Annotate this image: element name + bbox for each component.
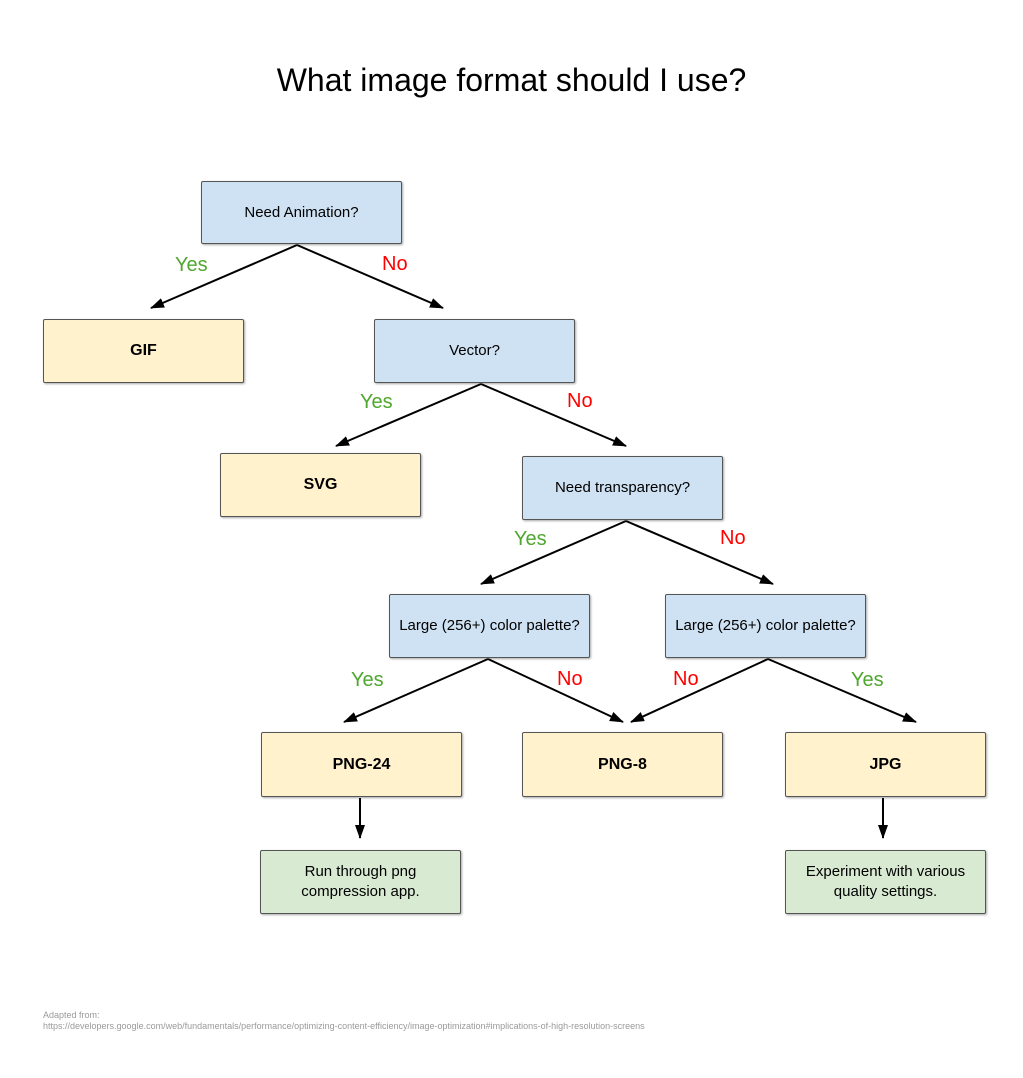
- node-gif: GIF: [43, 319, 244, 383]
- node-jpg: JPG: [785, 732, 986, 797]
- edge-palette-left-yes: [343, 658, 489, 723]
- source-attribution: Adapted from: https://developers.google.…: [43, 1010, 645, 1032]
- node-png24: PNG-24: [261, 732, 462, 797]
- node-jpg-tip: Experiment with various quality settings…: [785, 850, 986, 914]
- label-palette-right-no: No: [673, 668, 699, 690]
- node-png8: PNG-8: [522, 732, 723, 797]
- label-transparency-yes: Yes: [514, 528, 547, 550]
- edge-transparency-no: [625, 520, 774, 585]
- node-need-transparency: Need transparency?: [522, 456, 723, 520]
- label-transparency-no: No: [720, 527, 746, 549]
- node-need-animation: Need Animation?: [201, 181, 402, 244]
- edge-transparency-yes: [480, 520, 627, 585]
- label-vector-yes: Yes: [360, 391, 393, 413]
- node-large-palette-right: Large (256+) color palette?: [665, 594, 866, 658]
- label-animation-yes: Yes: [175, 254, 208, 276]
- edge-animation-yes: [150, 244, 298, 309]
- label-palette-left-yes: Yes: [351, 669, 384, 691]
- edge-vector-no: [480, 383, 627, 447]
- label-vector-no: No: [567, 390, 593, 412]
- node-vector: Vector?: [374, 319, 575, 383]
- label-animation-no: No: [382, 253, 408, 275]
- diagram-title: What image format should I use?: [276, 62, 747, 98]
- label-palette-right-yes: Yes: [851, 669, 884, 691]
- edge-palette-right-no: [630, 658, 769, 723]
- node-png-tip: Run through png compression app.: [260, 850, 461, 914]
- source-attribution-heading: Adapted from:: [43, 1010, 100, 1020]
- label-palette-left-no: No: [557, 668, 583, 690]
- edge-vector-yes: [335, 383, 482, 447]
- node-svg: SVG: [220, 453, 421, 517]
- edge-animation-no: [296, 244, 444, 309]
- edge-palette-right-yes: [767, 658, 917, 723]
- node-large-palette-left: Large (256+) color palette?: [389, 594, 590, 658]
- source-attribution-url: https://developers.google.com/web/fundam…: [43, 1021, 645, 1031]
- edge-palette-left-no: [487, 658, 624, 723]
